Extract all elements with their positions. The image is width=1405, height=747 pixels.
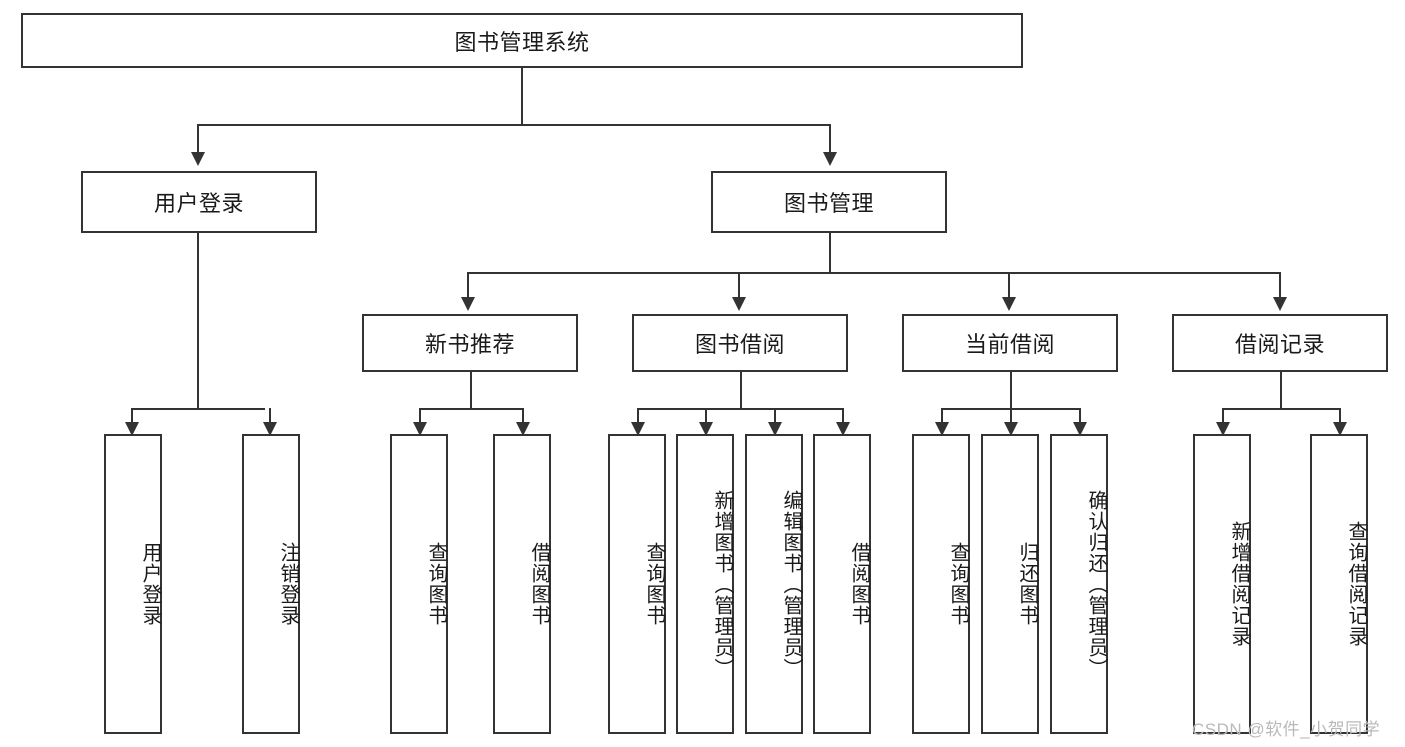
edge-cb-drop-1 [941, 408, 943, 424]
node-current-borrow[interactable]: 当前借阅 [902, 314, 1118, 372]
edge-level3-bus [467, 272, 1280, 274]
edge-cb-drop-2 [1010, 408, 1012, 424]
node-label: 借阅图书 [528, 542, 550, 626]
edge-new-book-recommend-stem [470, 372, 472, 408]
node-label: 借阅图书 [848, 542, 870, 626]
node-label: 查询图书 [425, 542, 447, 626]
arrowhead-book-borrow [732, 297, 746, 311]
node-root-book-management-system[interactable]: 图书管理系统 [21, 13, 1023, 68]
node-label: 确认归还（管理员） [1085, 489, 1107, 679]
leaf-node-add-book-admin[interactable]: 新增图书（管理员） [676, 434, 734, 734]
node-label: 新增借阅记录 [1228, 521, 1250, 647]
edge-root-stem [521, 68, 523, 124]
arrowhead-leaf-cb-1 [935, 422, 949, 436]
leaf-node-user-login[interactable]: 用户登录 [104, 434, 162, 734]
node-book-borrow[interactable]: 图书借阅 [632, 314, 848, 372]
arrowhead-leaf-br-1 [1216, 422, 1230, 436]
edge-nbr-drop-1 [419, 408, 421, 424]
node-new-book-recommend[interactable]: 新书推荐 [362, 314, 578, 372]
node-label: 当前借阅 [964, 332, 1055, 357]
node-label: 查询图书 [643, 542, 665, 626]
edge-book-borrow-stem [740, 372, 742, 408]
edge-borrow-record-bus [1222, 408, 1339, 410]
arrowhead-leaf-br-2 [1333, 422, 1347, 436]
edge-bb-drop-3 [774, 408, 776, 424]
leaf-node-query-book-nbr[interactable]: 查询图书 [390, 434, 448, 734]
edge-borrow-record-stem [1280, 372, 1282, 408]
edge-to-user-login [197, 124, 199, 154]
node-label: 图书管理系统 [454, 29, 590, 55]
arrowhead-leaf-cb-2 [1004, 422, 1018, 436]
leaf-node-borrow-book-nbr[interactable]: 借阅图书 [493, 434, 551, 734]
arrowhead-leaf-bb-1 [631, 422, 645, 436]
node-borrow-record[interactable]: 借阅记录 [1172, 314, 1388, 372]
edge-nbr-drop-2 [522, 408, 524, 424]
arrowhead-leaf-bb-3 [768, 422, 782, 436]
arrowhead-new-book-recommend [461, 297, 475, 311]
edge-to-current-borrow [1008, 272, 1010, 299]
node-user-login[interactable]: 用户登录 [81, 171, 317, 233]
node-book-management[interactable]: 图书管理 [711, 171, 947, 233]
edge-current-borrow-stem [1010, 372, 1012, 408]
node-label: 归还图书 [1016, 542, 1038, 626]
node-label: 查询图书 [947, 542, 969, 626]
edge-root-bus [197, 124, 829, 126]
edge-to-book-management [829, 124, 831, 154]
arrowhead-leaf-nbr-1 [413, 422, 427, 436]
edge-user-login-drop-2 [269, 408, 271, 424]
leaf-node-query-borrow-record[interactable]: 查询借阅记录 [1310, 434, 1368, 734]
edge-bb-drop-1 [637, 408, 639, 424]
arrowhead-leaf-cb-3 [1073, 422, 1087, 436]
edge-to-new-book-recommend [467, 272, 469, 299]
leaf-node-edit-book-admin[interactable]: 编辑图书（管理员） [745, 434, 803, 734]
node-label: 新书推荐 [424, 332, 515, 357]
node-label: 图书管理 [783, 191, 874, 216]
node-label: 用户登录 [139, 542, 161, 626]
node-label: 注销登录 [277, 542, 299, 626]
edge-br-drop-2 [1339, 408, 1341, 424]
leaf-node-logout[interactable]: 注销登录 [242, 434, 300, 734]
leaf-node-query-book-bb[interactable]: 查询图书 [608, 434, 666, 734]
edge-cb-drop-3 [1079, 408, 1081, 424]
node-label: 编辑图书（管理员） [780, 489, 802, 679]
edge-to-book-borrow [738, 272, 740, 299]
arrowhead-current-borrow [1002, 297, 1016, 311]
edge-bb-drop-2 [705, 408, 707, 424]
edge-br-drop-1 [1222, 408, 1224, 424]
arrowhead-leaf-bb-4 [836, 422, 850, 436]
edge-book-borrow-bus [637, 408, 842, 410]
arrowhead-leaf-bb-2 [699, 422, 713, 436]
node-label: 用户登录 [153, 191, 244, 216]
arrowhead-borrow-record [1273, 297, 1287, 311]
edge-user-login-stem [197, 233, 199, 408]
edge-book-management-stem [829, 233, 831, 272]
node-label: 查询借阅记录 [1345, 521, 1367, 647]
leaf-node-confirm-return-admin[interactable]: 确认归还（管理员） [1050, 434, 1108, 734]
leaf-node-return-book[interactable]: 归还图书 [981, 434, 1039, 734]
edge-new-book-recommend-bus [419, 408, 522, 410]
watermark-text: CSDN @软件_小贺同学 [1192, 720, 1381, 739]
arrowhead-leaf-nbr-2 [516, 422, 530, 436]
edge-to-borrow-record [1279, 272, 1281, 299]
arrowhead-leaf-user-login [125, 422, 139, 436]
arrowhead-leaf-logout [263, 422, 277, 436]
arrowhead-book-management [823, 152, 837, 166]
leaf-node-add-borrow-record[interactable]: 新增借阅记录 [1193, 434, 1251, 734]
node-label: 图书借阅 [694, 332, 785, 357]
node-label: 借阅记录 [1234, 332, 1325, 357]
leaf-node-borrow-book-bb[interactable]: 借阅图书 [813, 434, 871, 734]
edge-bb-drop-4 [842, 408, 844, 424]
arrowhead-user-login [191, 152, 205, 166]
node-label: 新增图书（管理员） [711, 489, 733, 679]
leaf-node-query-book-cb[interactable]: 查询图书 [912, 434, 970, 734]
edge-user-login-bus [131, 408, 265, 410]
edge-user-login-drop-1 [131, 408, 133, 424]
